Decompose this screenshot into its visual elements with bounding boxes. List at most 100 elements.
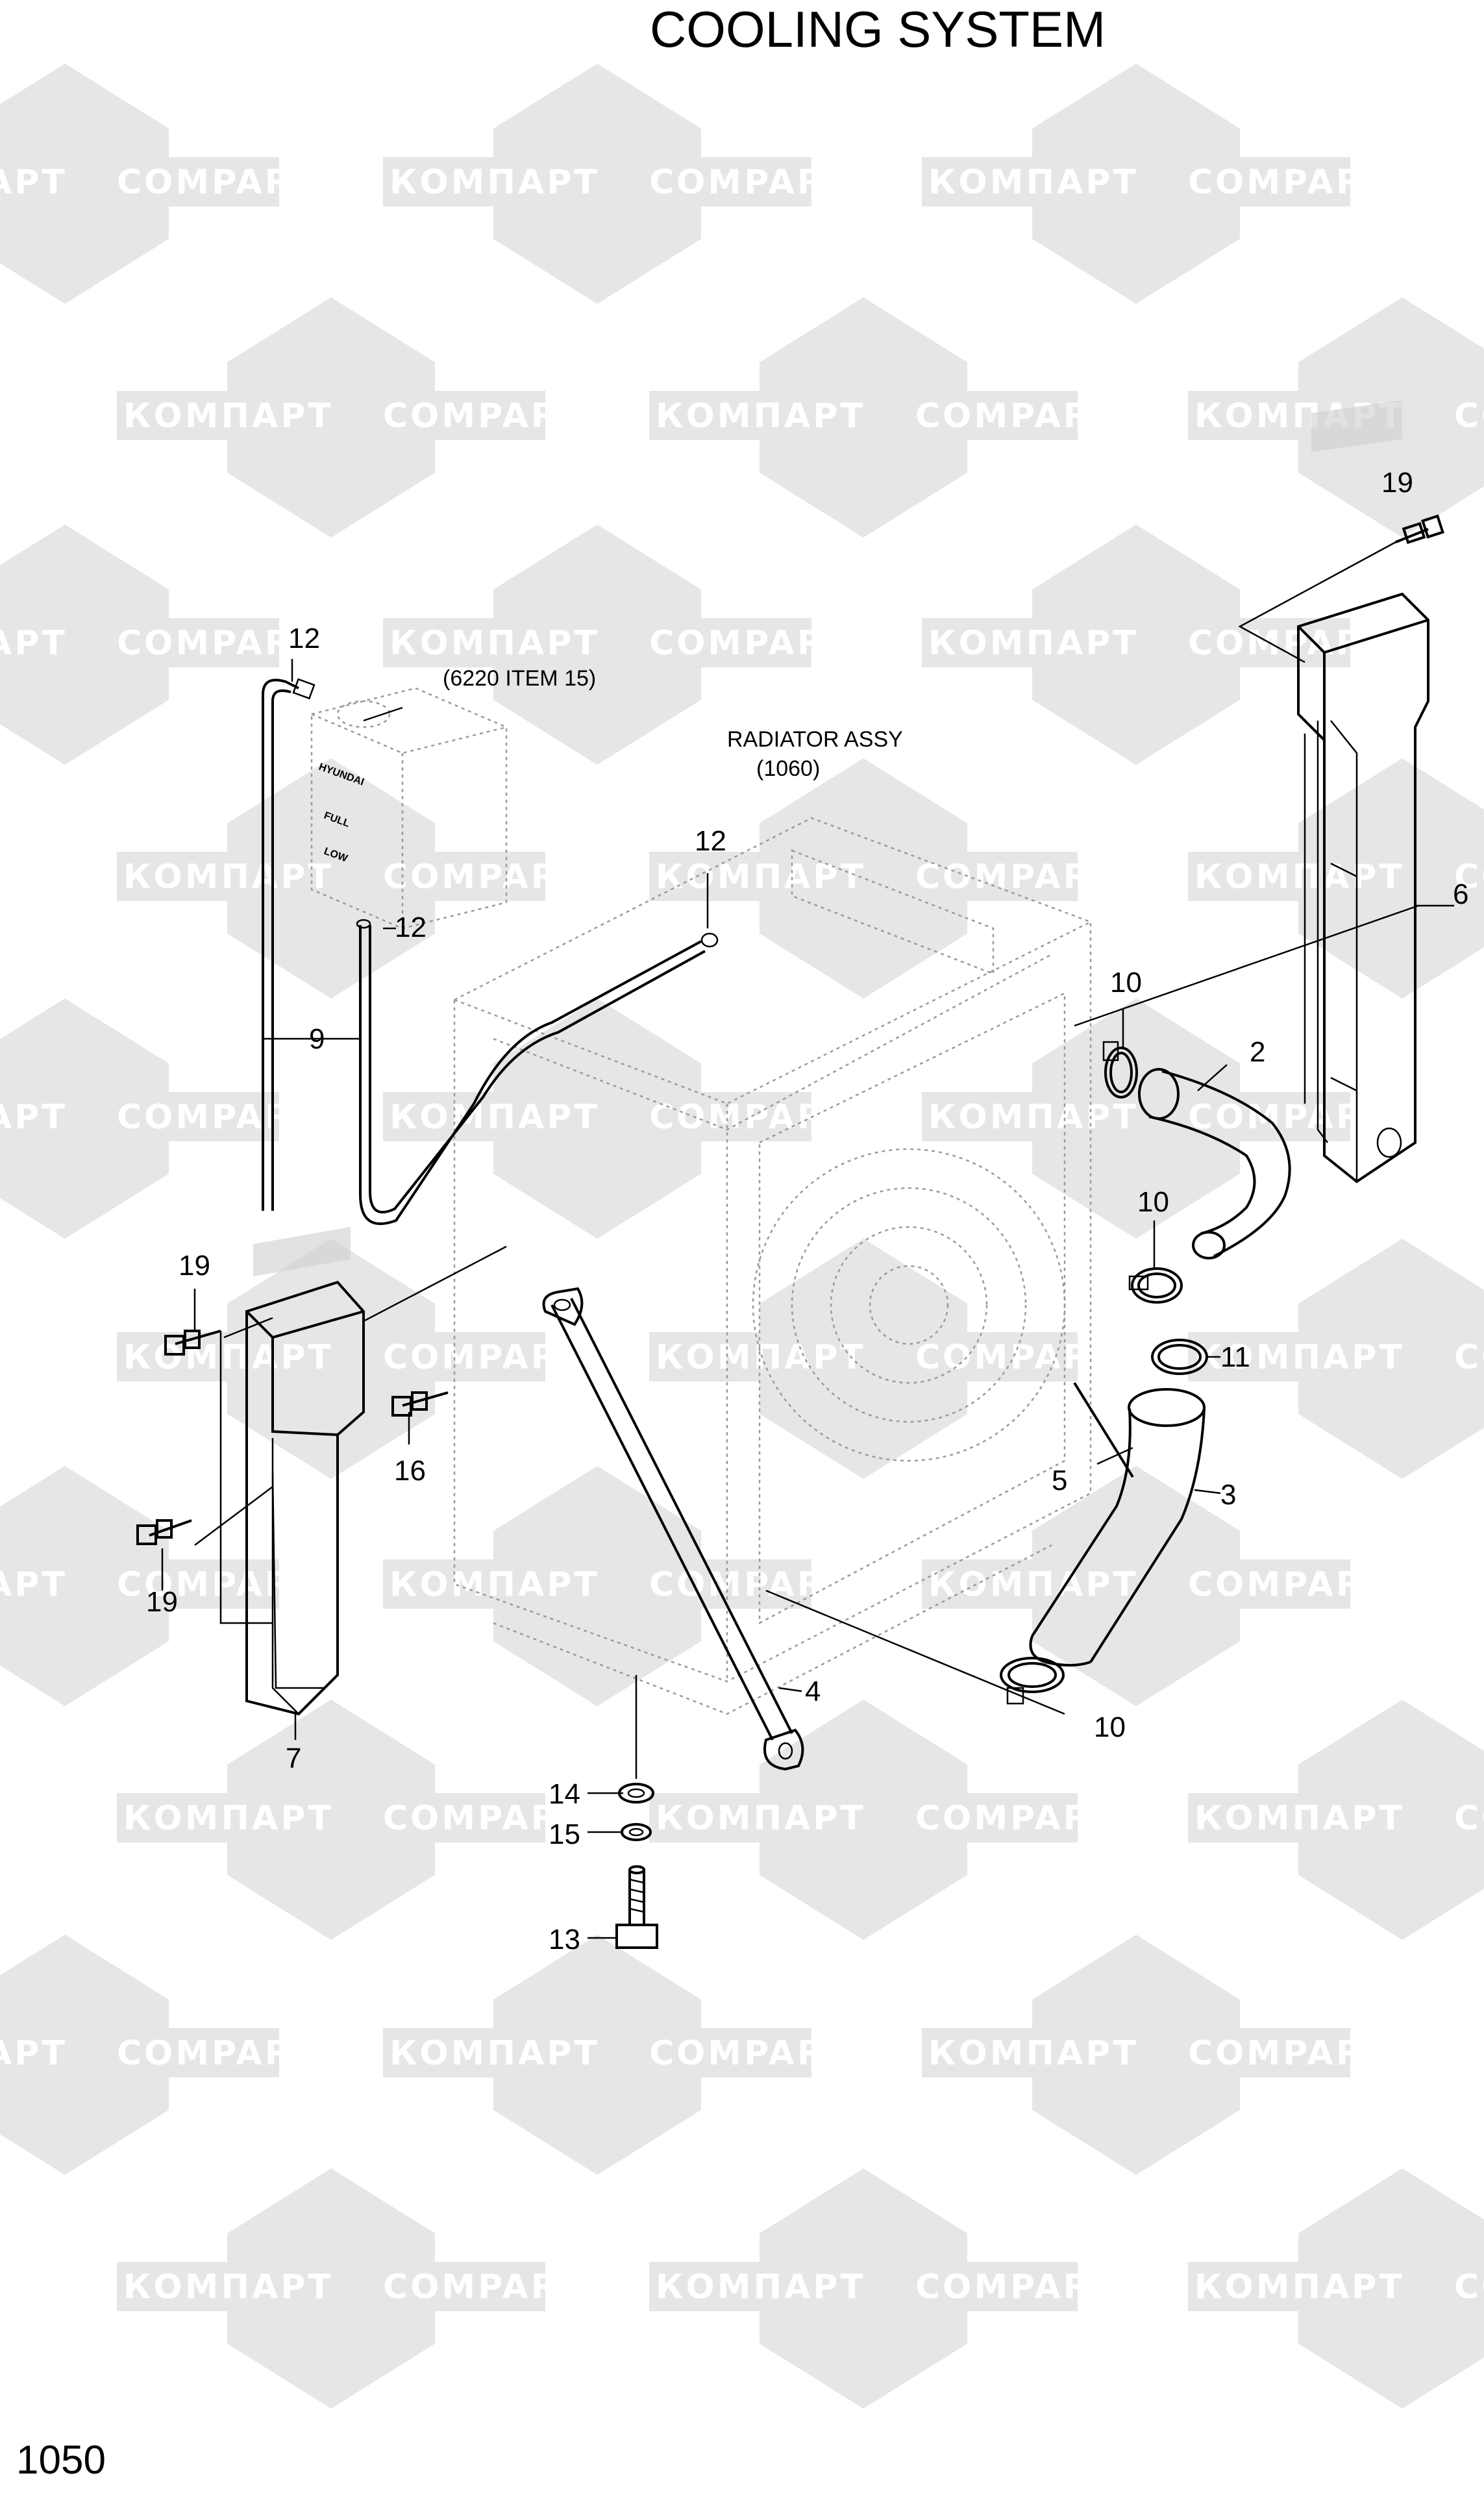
watermark-text-cyrillic: КОМПАРТ [0, 2034, 68, 2073]
watermark-text-cyrillic: КОМПАРТ [1194, 2268, 1405, 2307]
watermark-text-cyrillic: КОМПАРТ [0, 163, 68, 202]
callout-13: 13 [549, 1924, 580, 1955]
callout-19-left: 19 [179, 1250, 210, 1282]
watermark-text-latin: COMPART [383, 397, 584, 436]
callout-19-top: 19 [1381, 467, 1413, 499]
part-2-upper-hose [1138, 1068, 1291, 1259]
watermark-tile: КОМПАРТ COMPART [0, 1935, 317, 2175]
watermark-text-latin: COMPART [383, 2268, 584, 2307]
callout-11: 11 [1220, 1341, 1250, 1373]
watermark-tile: КОМПАРТ COMPART [1188, 2168, 1484, 2409]
watermark-text-latin: COMPART [649, 624, 850, 663]
callout-12-pipe: 12 [395, 912, 427, 943]
callout-19-low: 19 [146, 1586, 178, 1618]
watermark-text-cyrillic: КОМПАРТ [123, 397, 334, 436]
reference-note-6220: (6220 ITEM 15) [443, 666, 596, 691]
watermark-text-cyrillic: КОМПАРТ [1194, 858, 1405, 897]
watermark-text-cyrillic: КОМПАРТ [0, 1565, 68, 1604]
watermark-text-latin: COMPART [1454, 1799, 1484, 1838]
part-19-bolt-left [164, 1330, 221, 1356]
watermark-text-cyrillic: КОМПАРТ [390, 163, 600, 202]
page-number: 1050 [16, 2438, 106, 2483]
watermark-text-cyrillic: КОМПАРТ [928, 163, 1139, 202]
watermark-text-latin: COMPART [1188, 624, 1389, 663]
callout-2: 2 [1250, 1036, 1265, 1068]
part-3-lower-hose [1029, 1382, 1206, 1667]
watermark-text-latin: COMPART [649, 1565, 850, 1604]
watermark-text-latin: COMPART [383, 858, 584, 897]
callout-6: 6 [1453, 878, 1468, 910]
watermark-text-latin: COMPART [117, 163, 317, 202]
part-15-lock-washer [621, 1823, 652, 1841]
watermark-text-latin: COMPART [649, 1098, 850, 1137]
watermark-text-cyrillic: КОМПАРТ [928, 1098, 1139, 1137]
page-title: COOLING SYSTEM [650, 1, 1106, 58]
watermark-text-cyrillic: КОМПАРТ [390, 2034, 600, 2073]
part-13-bolt [615, 1865, 658, 1949]
part-10-clamp-middle [1128, 1267, 1183, 1304]
watermark-text-cyrillic: КОМПАРТ [123, 1338, 334, 1377]
watermark-text-cyrillic: КОМПАРТ [656, 2268, 866, 2307]
watermark-tile: КОМПАРТ COMPART [117, 1239, 584, 1479]
watermark-text-latin: COMPART [915, 1799, 1116, 1838]
callout-15: 15 [549, 1818, 580, 1850]
watermark-text-cyrillic: КОМПАРТ [1194, 1799, 1405, 1838]
part-11-clamp [1151, 1339, 1208, 1375]
part-16-bolt [391, 1391, 449, 1417]
watermark-text-latin: COMPART [915, 858, 1116, 897]
part-12-fitting-pipe [700, 932, 719, 948]
part-12-fitting-top [292, 678, 315, 700]
watermark-text-latin: COMPART [383, 1338, 584, 1377]
callout-4: 4 [805, 1676, 821, 1707]
watermark-text-cyrillic: КОМПАРТ [928, 1565, 1139, 1604]
radiator-assy-code: (1060) [756, 756, 820, 781]
part-10-clamp-upper [1102, 1041, 1138, 1098]
part-6-right-seal [1297, 400, 1429, 1184]
watermark-text-latin: COMPART [1188, 1098, 1389, 1137]
callouts: 19 12 12 12 6 10 2 9 10 19 11 16 5 3 19 … [146, 467, 1468, 1955]
part-10-clamp-lower [1000, 1657, 1065, 1705]
watermark-text-latin: COMPART [1188, 163, 1389, 202]
callout-5: 5 [1052, 1465, 1067, 1496]
watermark-tile: КОМПАРТ COMPART [649, 2168, 1116, 2409]
callout-9: 9 [309, 1023, 325, 1055]
callout-14: 14 [549, 1778, 580, 1810]
callout-10-b: 10 [1137, 1186, 1169, 1218]
watermark-tile: КОМПАРТ COMPART [0, 64, 317, 304]
part-19-bolt-top [1395, 514, 1444, 544]
callout-10-a: 10 [1110, 967, 1142, 998]
watermark-text-latin: COMPART [117, 1098, 317, 1137]
watermark-text-latin: COMPART [649, 2034, 850, 2073]
watermark-text-latin: COMPART [915, 2268, 1116, 2307]
watermark-text-cyrillic: КОМПАРТ [123, 1799, 334, 1838]
watermark-text-latin: COMPART [117, 624, 317, 663]
watermark-tile: КОМПАРТ COMPART [922, 64, 1389, 304]
watermark-text-latin: COMPART [1454, 2268, 1484, 2307]
watermark-text-cyrillic: КОМПАРТ [928, 624, 1139, 663]
watermark-text-cyrillic: КОМПАРТ [390, 1098, 600, 1137]
watermark-text-latin: COMPART [117, 2034, 317, 2073]
watermark-text-cyrillic: КОМПАРТ [1194, 1338, 1405, 1377]
watermark-tile: КОМПАРТ COMPART [383, 1935, 850, 2175]
callout-10-c: 10 [1094, 1711, 1126, 1743]
watermark-text-cyrillic: КОМПАРТ [656, 397, 866, 436]
watermark-text-latin: COMPART [915, 1338, 1116, 1377]
watermark-tile: КОМПАРТ COMPART [117, 1700, 584, 1940]
watermark-text-cyrillic: КОМПАРТ [390, 1565, 600, 1604]
radiator-assy-label: RADIATOR ASSY [727, 727, 903, 752]
watermark-text-latin: COMPART [383, 1799, 584, 1838]
watermark-text-cyrillic: КОМПАРТ [0, 1098, 68, 1137]
part-9-overflow-hose [262, 678, 706, 1225]
callout-16: 16 [394, 1455, 426, 1487]
